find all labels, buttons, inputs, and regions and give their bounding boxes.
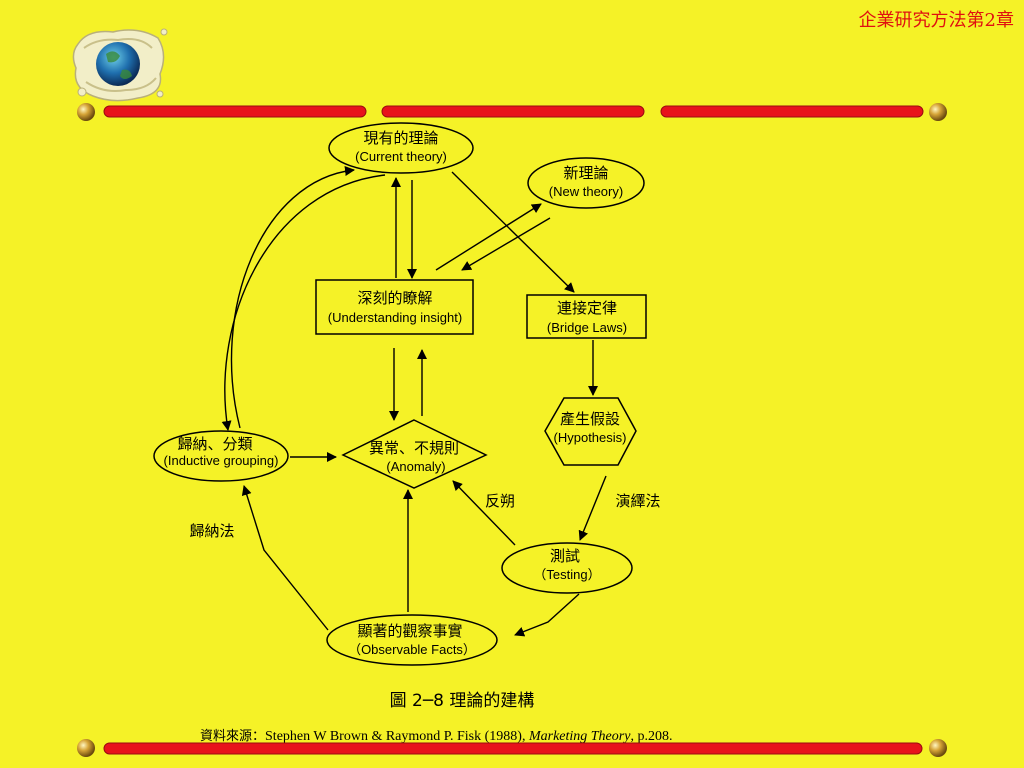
node-facts-cn: 顯著的觀察事實 — [357, 622, 462, 640]
node-anomaly-cn: 異常、不規則 — [369, 439, 459, 457]
node-hypothesis-en: (Hypothesis) — [554, 430, 627, 445]
source-book: Marketing Theory — [528, 729, 631, 744]
node-new-theory — [527, 157, 645, 209]
node-inductive-en: (Inductive grouping) — [164, 453, 279, 468]
arrow-testing-to-facts — [514, 593, 580, 637]
node-insight-en: (Understanding insight) — [328, 310, 462, 325]
gold-ball-icon — [929, 103, 947, 121]
gold-ball-icon — [77, 103, 95, 121]
source-citation: 資料來源：Stephen W Brown & Raymond P. Fisk (… — [200, 725, 840, 745]
label-refute: 反朔 — [485, 492, 515, 510]
node-inductive-cn: 歸納、分類 — [177, 435, 252, 453]
node-insight-cn: 深刻的瞭解 — [357, 289, 432, 307]
label-deduction: 演繹法 — [615, 492, 660, 510]
source-authors: Stephen W Brown & Raymond P. Fisk (1988)… — [265, 729, 529, 744]
gold-ball-icon — [77, 739, 95, 757]
arrow-hypothesis-to-testing — [578, 475, 607, 541]
node-testing-en: （Testing） — [533, 567, 600, 582]
node-hypothesis — [544, 397, 637, 466]
arrow-insight-to-new-theory — [435, 203, 542, 271]
arrow-theory-to-bridge — [451, 171, 575, 293]
gold-ball-icon — [929, 739, 947, 757]
node-observable-facts — [326, 614, 498, 666]
node-bridge-laws — [526, 294, 647, 339]
node-current-theory-cn: 現有的理論 — [363, 129, 438, 147]
source-prefix: 資料來源： — [200, 729, 266, 744]
node-new-theory-cn: 新理論 — [563, 164, 608, 182]
source-page: , p.208. — [630, 729, 673, 744]
figure-caption: 圖 2─8 理論的建構 — [389, 691, 535, 711]
node-inductive-grouping — [153, 430, 289, 482]
node-facts-en: （Observable Facts） — [348, 642, 476, 657]
top-divider — [77, 103, 947, 121]
arrow-inductive-to-theory — [230, 166, 355, 429]
node-current-theory — [328, 122, 474, 174]
arrow-testing-to-anomaly — [452, 480, 516, 546]
node-testing — [501, 542, 633, 594]
node-bridge-cn: 連接定律 — [557, 299, 617, 317]
globe-icon — [72, 28, 168, 102]
arrow-new-theory-to-insight — [461, 217, 551, 271]
arrow-facts-to-inductive — [241, 485, 329, 631]
node-anomaly — [341, 419, 488, 489]
node-new-theory-en: (New theory) — [549, 184, 623, 199]
chapter-label: 企業研究方法第2章 — [858, 10, 1014, 31]
node-hypothesis-cn: 產生假設 — [560, 410, 620, 428]
arrow-theory-to-inductive — [221, 174, 386, 431]
node-insight — [315, 279, 474, 335]
node-anomaly-en: (Anomaly) — [386, 459, 445, 474]
bottom-divider — [77, 739, 947, 757]
node-current-theory-en: (Current theory) — [355, 149, 447, 164]
label-induction: 歸納法 — [189, 522, 234, 540]
node-bridge-en: (Bridge Laws) — [547, 320, 627, 335]
node-testing-cn: 測試 — [550, 547, 580, 565]
